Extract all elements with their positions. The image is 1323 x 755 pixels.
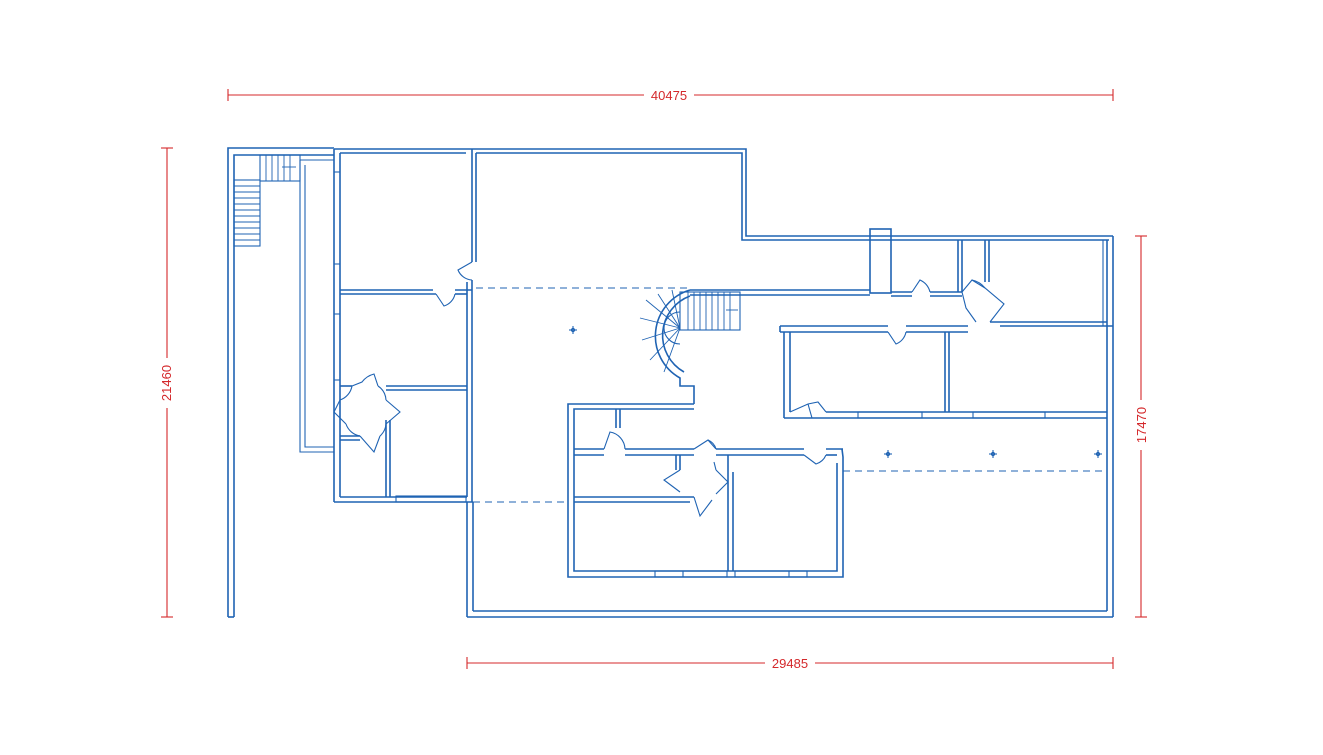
ceiling-fixture-icon — [884, 450, 892, 458]
dashed-lines — [473, 287, 1107, 503]
east-rooms — [779, 325, 1107, 419]
chimney — [869, 228, 892, 294]
ceiling-fixture-icon — [989, 450, 997, 458]
ceiling-fixtures — [569, 326, 1102, 458]
dimension-top: 40475 — [227, 86, 1114, 104]
dimension-right-label: 17470 — [1134, 407, 1149, 443]
left-rooms — [333, 149, 473, 503]
spiral-stair — [639, 289, 870, 404]
dimension-bottom-label: 29485 — [772, 656, 808, 671]
outer-walls — [227, 147, 1114, 618]
dimension-right: 17470 — [1132, 235, 1150, 618]
south-rooms — [567, 403, 844, 578]
dimension-top-label: 40475 — [651, 88, 687, 103]
ceiling-fixture-icon — [569, 326, 577, 334]
ceiling-fixture-icon — [1094, 450, 1102, 458]
dimension-left: 21460 — [158, 147, 176, 618]
northeast-rooms — [891, 240, 1113, 327]
dimension-bottom: 29485 — [466, 654, 1114, 672]
dimension-left-label: 21460 — [159, 365, 174, 401]
left-stair — [233, 154, 334, 453]
